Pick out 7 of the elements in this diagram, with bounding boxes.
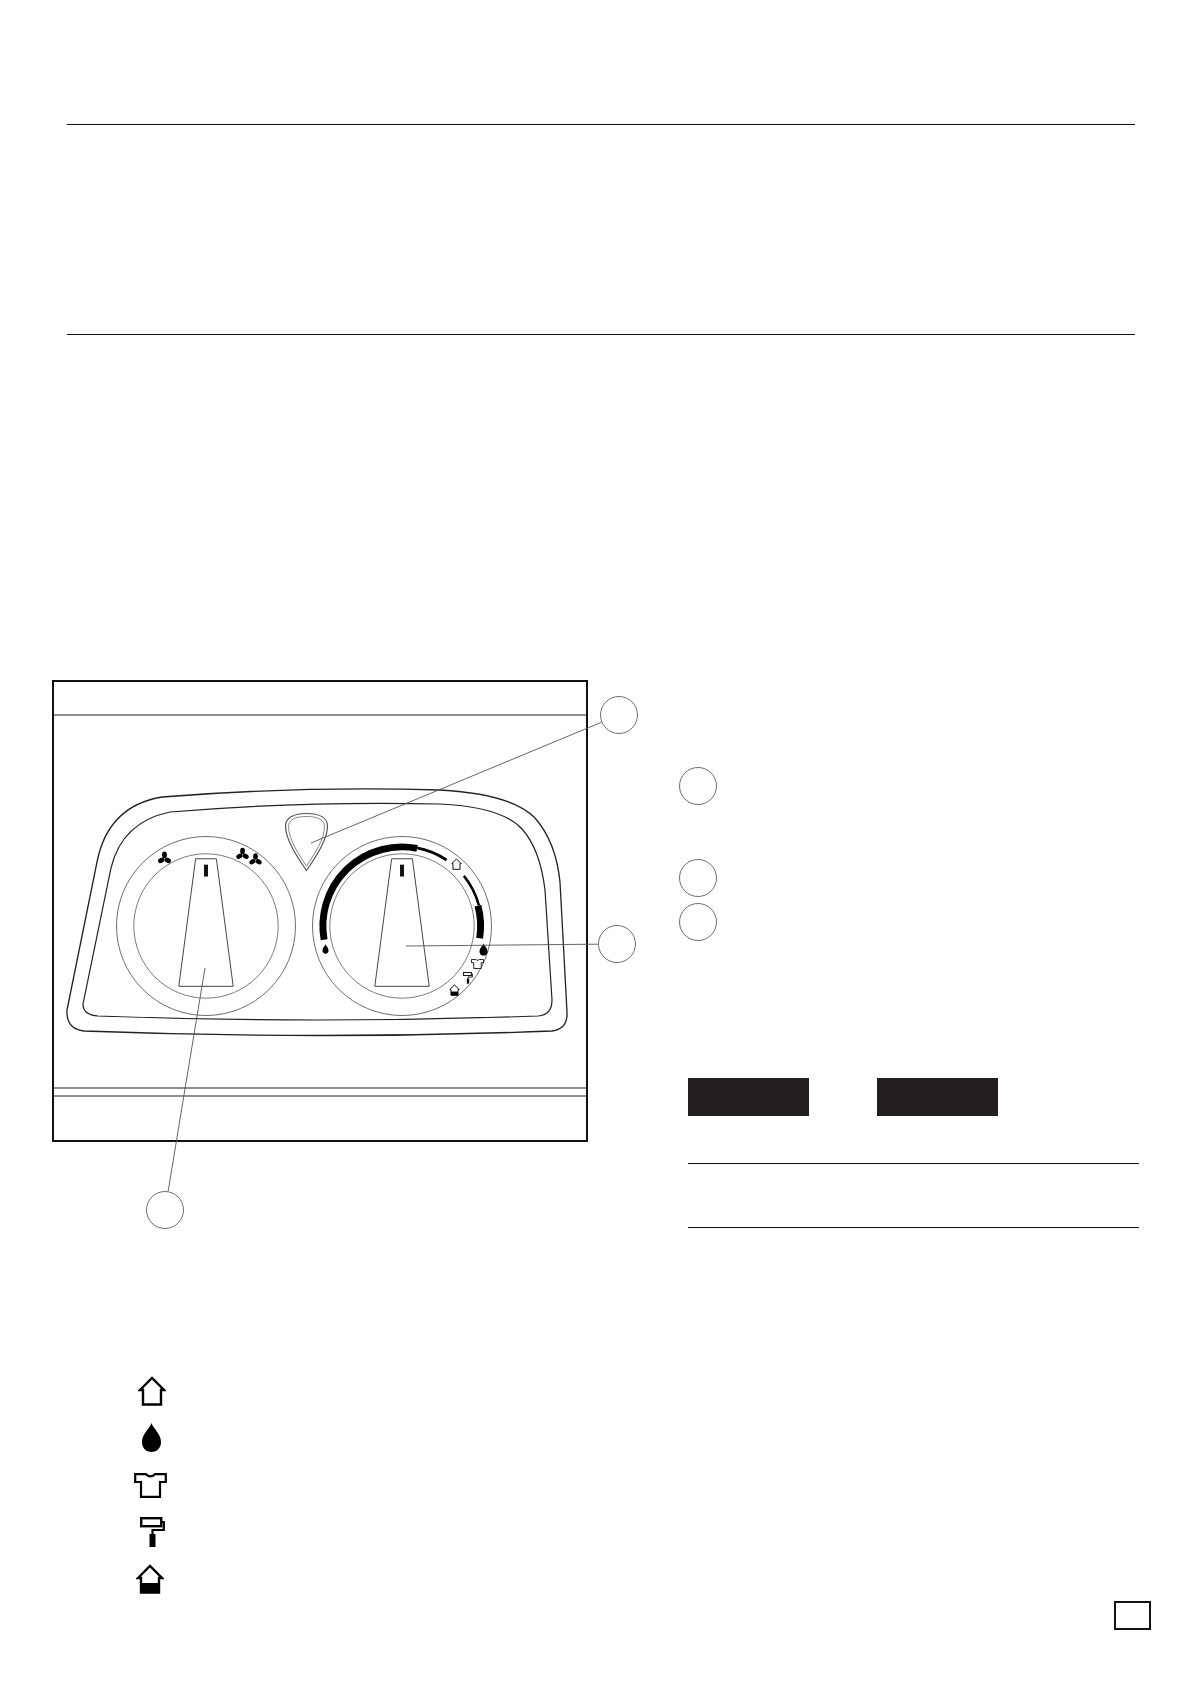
label-bar: [688, 1078, 809, 1116]
leader-line: [167, 967, 206, 1192]
page-number-box: [1114, 1601, 1151, 1630]
leader-line: [405, 943, 599, 947]
label-bar: [877, 1078, 998, 1116]
leader-line: [310, 721, 602, 844]
indicator-lamp: [284, 812, 329, 872]
